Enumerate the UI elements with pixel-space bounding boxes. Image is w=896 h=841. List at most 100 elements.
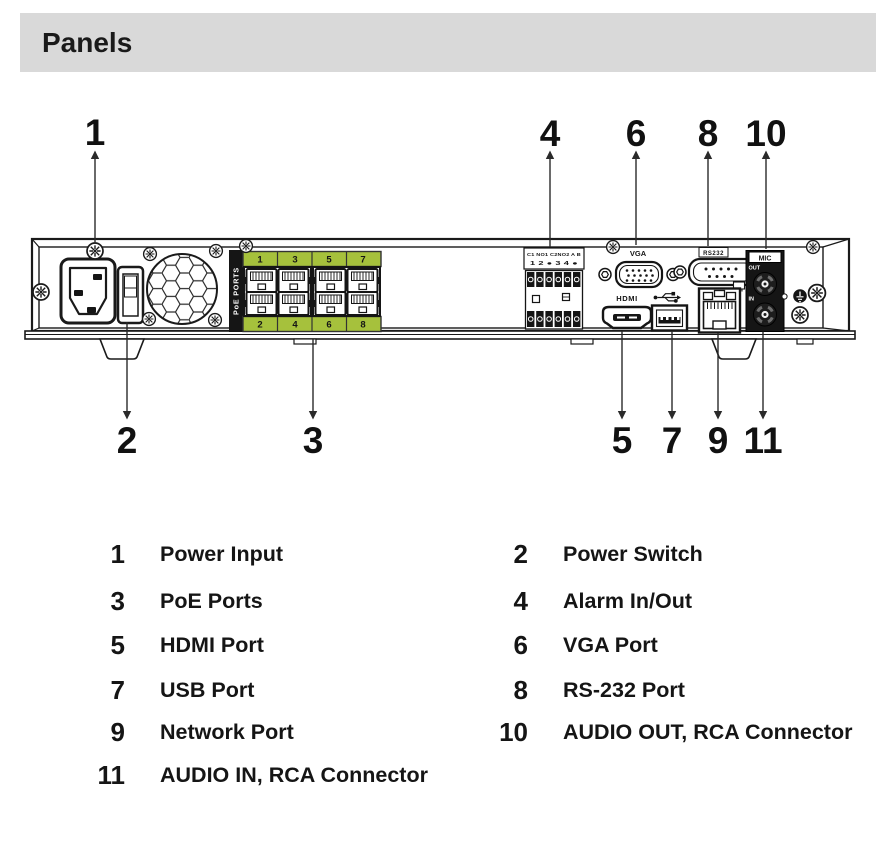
- callout-number: 7: [662, 420, 683, 461]
- legend-number: 5: [110, 630, 125, 660]
- vga-port: VGA: [598, 249, 680, 289]
- section-header-bar: Panels: [20, 13, 876, 72]
- ground-terminal: [791, 289, 809, 324]
- screw-icon: [86, 242, 104, 260]
- vga-label: VGA: [630, 249, 647, 258]
- rs232-port: RS232: [673, 247, 773, 287]
- poe-number: 6: [326, 320, 331, 331]
- power-input-port: [59, 257, 117, 325]
- callout-number: 10: [745, 113, 786, 154]
- arrow-up-icon: [703, 150, 713, 159]
- rear-panel-diagram: PoE PORTS 1 3 5 7 2 4 6 8 C1 NO1 C2NO2 A…: [24, 112, 856, 461]
- callout-7: 7: [662, 331, 683, 461]
- cooling-fan: [141, 243, 224, 328]
- poe-rj45-port: [344, 268, 381, 293]
- usb-port: [650, 291, 689, 332]
- hdmi-port: HDMI: [601, 294, 653, 330]
- poe-rj45-port: [243, 268, 280, 293]
- poe-number: 2: [257, 320, 262, 331]
- legend-row: 2 Power Switch: [460, 538, 703, 570]
- mic-label: MIC: [759, 256, 772, 263]
- arrow-down-icon: [122, 411, 132, 420]
- poe-number: 4: [292, 320, 298, 331]
- alarm-label-row1: C1 NO1 C2NO2 A B: [527, 252, 581, 258]
- arrow-down-icon: [713, 411, 723, 420]
- poe-rj45-port: [275, 291, 312, 316]
- screw-icon: [207, 312, 223, 328]
- rs232-label: RS232: [703, 251, 724, 257]
- legend-row: 3 PoE Ports: [85, 585, 263, 617]
- usb-icon: [653, 291, 681, 303]
- arrow-up-icon: [545, 150, 555, 159]
- legend-label: Alarm In/Out: [563, 589, 693, 613]
- legend-number: 11: [97, 760, 126, 790]
- callout-number: 3: [303, 420, 324, 461]
- screw-icon: [32, 283, 50, 301]
- legend-label: USB Port: [160, 678, 255, 702]
- legend-row: 9 Network Port: [85, 716, 294, 748]
- audio-out-label: OUT: [749, 266, 761, 272]
- screw-icon: [142, 246, 158, 262]
- callout-5: 5: [612, 331, 633, 461]
- callout-number: 8: [698, 113, 719, 154]
- alarm-label-row2: 1 2 ● 3 4 ●: [530, 261, 578, 267]
- callout-3: 3: [303, 339, 324, 461]
- legend-label: RS-232 Port: [563, 678, 685, 702]
- callout-number: 4: [540, 113, 561, 154]
- poe-rj45-port: [344, 291, 381, 316]
- audio-rca-block: MIC OUT IN: [745, 250, 788, 332]
- screw-icon: [791, 306, 809, 324]
- alarm-in-out-terminal: C1 NO1 C2NO2 A B 1 2 ● 3 4 ●: [523, 247, 585, 330]
- chassis-foot-right: [710, 338, 758, 360]
- arrow-up-icon: [761, 150, 771, 159]
- callout-8: 8: [698, 113, 719, 246]
- poe-number: 7: [360, 255, 365, 266]
- legend-label: Network Port: [160, 720, 294, 744]
- legend-row: 4 Alarm In/Out: [460, 585, 692, 617]
- arrow-down-icon: [667, 411, 677, 420]
- legend-row: 1 Power Input: [85, 538, 284, 570]
- hex-screw-icon: [598, 267, 612, 282]
- screw-icon: [605, 239, 621, 255]
- callout-number: 5: [612, 420, 633, 461]
- callout-10: 10: [745, 113, 787, 249]
- legend-label: VGA Port: [563, 633, 658, 657]
- callout-9: 9: [708, 333, 728, 461]
- poe-number: 5: [326, 255, 332, 266]
- legend-number: 3: [110, 586, 125, 616]
- power-switch: [116, 265, 145, 325]
- poe-number: 3: [292, 255, 297, 266]
- callout-1: 1: [85, 112, 105, 244]
- poe-rj45-port: [312, 291, 349, 316]
- poe-rj45-port: [243, 291, 280, 316]
- legend-number: 9: [110, 717, 125, 747]
- alarm-terminal-top-row: [527, 272, 581, 287]
- callout-4: 4: [540, 113, 561, 247]
- callout-11: 11: [743, 331, 783, 461]
- screw-icon: [238, 238, 254, 254]
- legend-label: Power Input: [160, 542, 284, 566]
- poe-number: 8: [360, 320, 365, 331]
- alarm-terminal-bottom-row: [527, 311, 581, 327]
- page-title: Panels: [42, 27, 133, 58]
- poe-rj45-port: [275, 268, 312, 293]
- audio-in-rca-jack: [752, 301, 778, 328]
- legend-number: 1: [110, 539, 125, 569]
- legend-label: AUDIO OUT, RCA Connector: [563, 720, 853, 744]
- hdmi-label: HDMI: [616, 294, 638, 303]
- legend-label: AUDIO IN, RCA Connector: [160, 763, 428, 787]
- arrow-up-icon: [90, 150, 100, 159]
- legend-number: 2: [513, 539, 528, 569]
- legend-number: 10: [499, 717, 528, 747]
- legend-number: 4: [513, 586, 528, 616]
- audio-out-rca-jack: [752, 271, 778, 297]
- legend-label: PoE Ports: [160, 589, 263, 613]
- legend-label: Power Switch: [563, 542, 703, 566]
- callout-2: 2: [117, 322, 137, 461]
- callout-number: 11: [743, 420, 782, 461]
- rs232-pins: [704, 267, 738, 278]
